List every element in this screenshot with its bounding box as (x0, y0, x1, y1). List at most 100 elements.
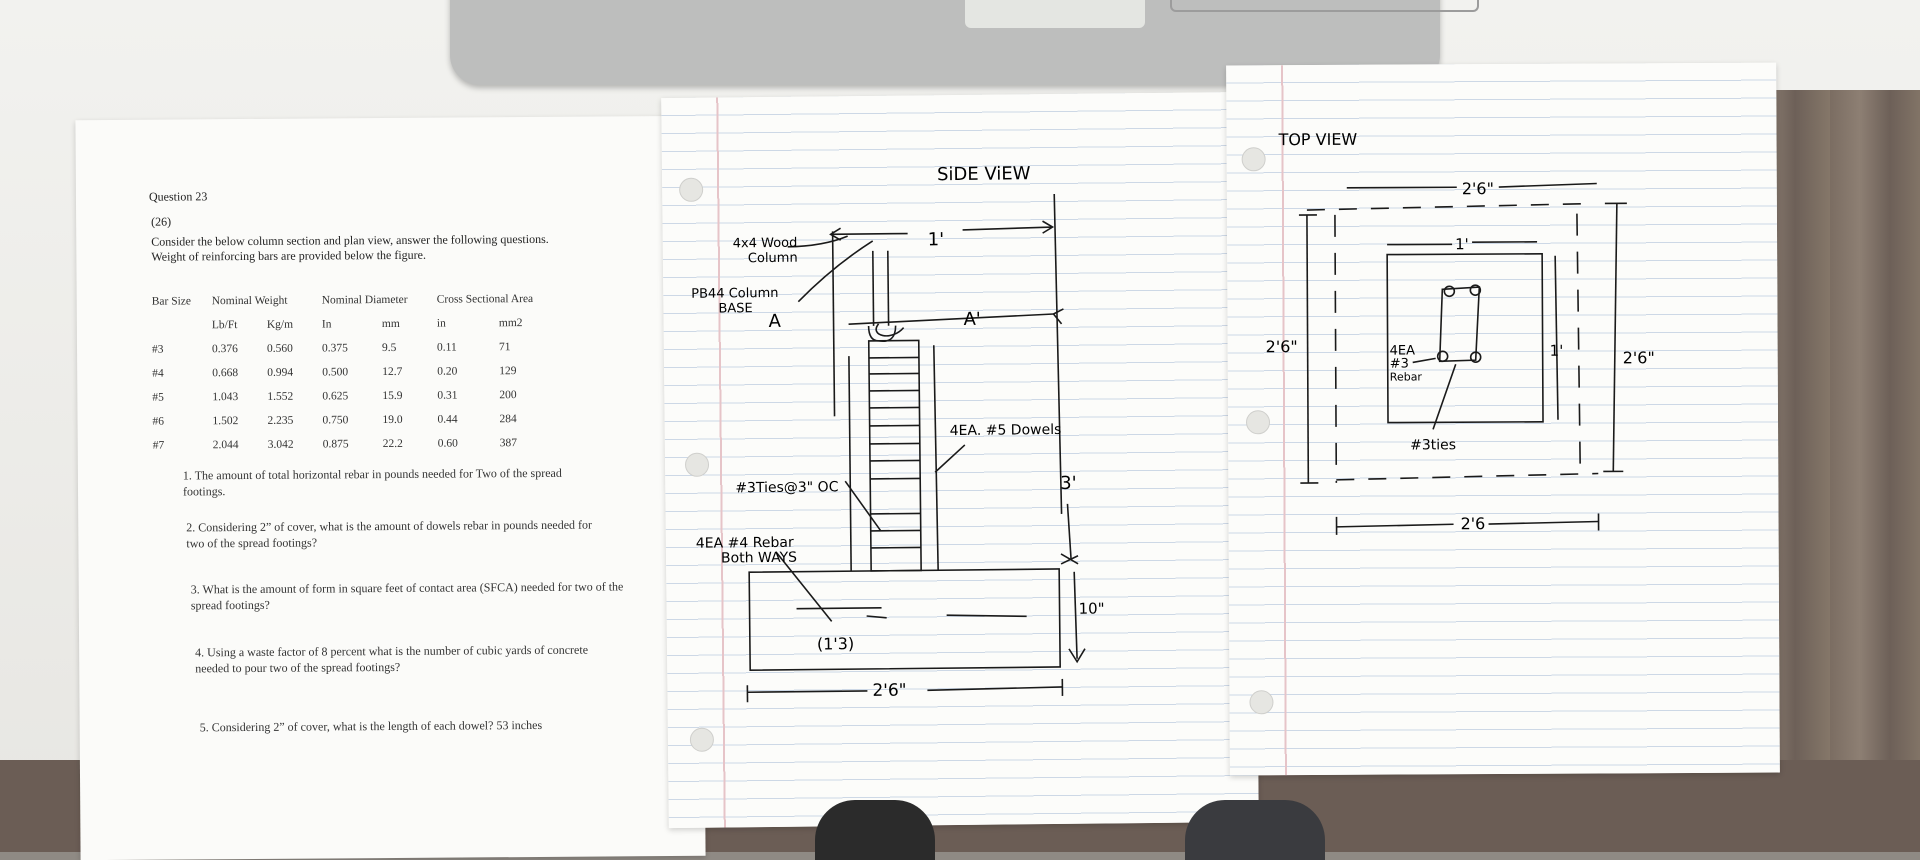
table-cell: 0.668 (212, 361, 267, 385)
question-item-3: 3. What is the amount of form in square … (191, 578, 631, 613)
leader-line (1433, 364, 1456, 429)
table-cell: #6 (152, 409, 212, 433)
dim-line (1337, 524, 1454, 527)
table-cell: #3 (152, 337, 212, 361)
leader-line (798, 241, 874, 302)
table-cell: 0.750 (322, 408, 382, 432)
table-cell: 3.042 (268, 432, 323, 456)
tie-lines (869, 357, 921, 548)
table-header-row: Bar Size Nominal Weight Nominal Diameter… (152, 287, 549, 314)
table-cell: 284 (499, 407, 549, 431)
table-units-row: Lb/Ft Kg/m In mm in mm2 (152, 311, 549, 338)
table-cell: 0.31 (437, 383, 499, 407)
side-view-sheet: SiDE ViEW 1' 4x4 Wood Column PB44 Column… (661, 92, 1259, 828)
table-unit: Kg/m (267, 312, 322, 336)
leader-line (1413, 358, 1436, 362)
section-a: A (768, 311, 781, 332)
table-cell: 1.552 (267, 384, 322, 408)
question-item-4: 4. Using a waste factor of 8 percent wha… (195, 641, 615, 676)
dim-line (963, 227, 1053, 230)
base-label: PB44 Column (691, 286, 778, 302)
dim-line (747, 691, 867, 692)
table-row: #6 1.502 2.235 0.750 19.0 0.44 284 (152, 407, 549, 434)
dowels-label: 4EA. #5 Dowels (950, 422, 1062, 439)
question-title: Question 23 (149, 189, 207, 204)
shoe (1185, 800, 1325, 860)
table-cell: 9.5 (382, 336, 437, 360)
table-unit: mm2 (499, 311, 549, 335)
top-view-title: TOP VIEW (1277, 130, 1357, 149)
tie-outline (1439, 287, 1479, 361)
rebar-line (867, 616, 887, 618)
ties-label: #3ties (1410, 437, 1456, 453)
table-header: Bar Size (152, 289, 212, 313)
table-cell: 0.60 (438, 431, 500, 455)
table-unit: in (437, 311, 499, 335)
question-intro-1: Consider the below column section and pl… (151, 232, 549, 250)
dim-right-label: 2'6" (1623, 348, 1655, 367)
rebar-label-2: Both WAYS (721, 550, 797, 567)
section-a-prime: A' (963, 309, 980, 330)
laptop-trackpad (1170, 0, 1479, 12)
table-cell: #7 (153, 433, 213, 457)
dowel-line (934, 345, 938, 570)
dim-line (833, 231, 835, 416)
rebar-label-2: #3 (1390, 356, 1409, 371)
table-row: #3 0.376 0.560 0.375 9.5 0.11 71 (152, 335, 549, 362)
dim-tick (1061, 554, 1078, 564)
table-cell: 12.7 (382, 360, 437, 384)
rebar-dot (1444, 286, 1454, 296)
table-cell: 387 (500, 431, 550, 455)
dim-line (1499, 184, 1597, 188)
table-cell: #4 (152, 361, 212, 385)
dim-top-label: 1' (928, 229, 945, 250)
table-cell: 2.044 (213, 433, 268, 457)
table-cell: 15.9 (382, 384, 437, 408)
table-cell: 0.875 (323, 432, 383, 456)
side-view-title: SiDE ViEW (937, 163, 1031, 185)
table-row: #7 2.044 3.042 0.875 22.2 0.60 387 (153, 431, 550, 458)
dim-right-inner-label: 1' (1550, 342, 1564, 360)
pier-plan-outline (1387, 254, 1543, 423)
rebar-label-3: Rebar (1390, 370, 1423, 383)
footing-dashed-edge (1577, 214, 1580, 474)
dim-inner-top-label: 1' (1455, 235, 1469, 253)
question-item-1: 1. The amount of total horizontal rebar … (183, 465, 603, 500)
column-label-2: Column (748, 251, 798, 267)
shoe (815, 800, 935, 860)
dim-line (1307, 215, 1308, 483)
ties-label: #3Ties@3" OC (735, 479, 839, 496)
column-label: 4x4 Wood (733, 236, 798, 252)
table-cell: #5 (152, 385, 212, 409)
top-view-sheet: TOP VIEW 2'6" 1' 2'6" 1' 2'6" 4EA #3 Reb… (1226, 63, 1780, 776)
table-row: #4 0.668 0.994 0.500 12.7 0.20 129 (152, 359, 549, 386)
base-label-2: BASE (718, 301, 752, 316)
dim-line (1054, 194, 1061, 514)
footing-dashed-edge (1336, 474, 1598, 480)
dim-line (831, 234, 908, 235)
column-base (869, 326, 896, 342)
question-points: (26) (151, 215, 171, 230)
table-header: Nominal Diameter (322, 288, 437, 313)
base-line (848, 314, 1053, 324)
question-intro-2: Weight of reinforcing bars are provided … (151, 248, 426, 265)
table-row: #5 1.043 1.552 0.625 15.9 0.31 200 (152, 383, 549, 410)
table-unit (152, 313, 212, 337)
table-unit: mm (382, 312, 437, 336)
pier-outline (869, 340, 921, 571)
footing-dashed-edge (1335, 215, 1336, 483)
table-unit: Lb/Ft (212, 313, 267, 337)
question-sheet: Question 23 (26) Consider the below colu… (75, 116, 705, 860)
leader-line (935, 445, 965, 472)
table-cell: 19.0 (382, 408, 437, 432)
top-view-drawing: TOP VIEW 2'6" 1' 2'6" 1' 2'6" 4EA #3 Reb… (1226, 63, 1780, 776)
dim-height-label: 3' (1060, 473, 1077, 494)
table-header: Nominal Weight (212, 288, 322, 313)
footing-outline (749, 569, 1060, 670)
rebar-table: Bar Size Nominal Weight Nominal Diameter… (152, 287, 550, 458)
dim-line (1347, 187, 1457, 188)
table-cell: 0.375 (322, 336, 382, 360)
rebar-line (797, 608, 882, 609)
rebar-line (947, 614, 1027, 617)
table-cell: 0.625 (322, 384, 382, 408)
